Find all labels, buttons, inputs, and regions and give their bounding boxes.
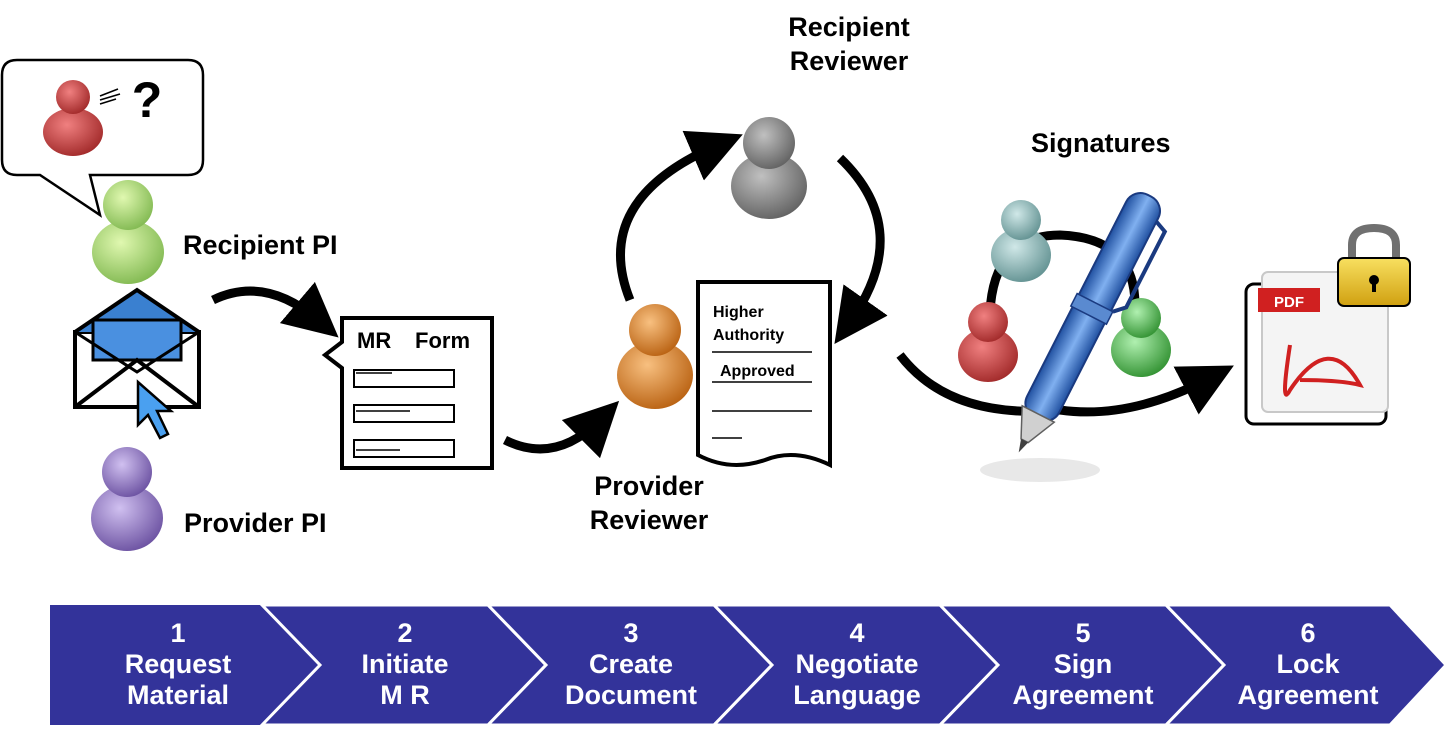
provider-reviewer-label: Provider Reviewer (549, 469, 749, 537)
step-5-number: 5 (1075, 618, 1091, 648)
teal-person-icon (991, 200, 1051, 282)
document-line1: Higher (713, 304, 764, 321)
cycle-arrow-up (616, 130, 743, 302)
provider-reviewer-line2: Reviewer (589, 505, 709, 535)
recipient-reviewer-line2: Reviewer (789, 46, 909, 76)
step-3-line1: Create (588, 649, 674, 679)
step-2-number: 2 (397, 618, 413, 648)
step-4-number: 4 (849, 618, 865, 648)
arrow-to-mr-form (211, 281, 339, 338)
recipient-reviewer-line1: Recipient (788, 12, 910, 42)
provider-pi-label: Provider PI (184, 508, 327, 538)
mr-form-title-left: MR (357, 328, 391, 353)
step-6-number: 6 (1300, 618, 1316, 648)
step-6-text: 6 Lock Agreement (1208, 618, 1408, 711)
step-6-line1: Lock (1276, 649, 1340, 679)
process-steps (50, 603, 1449, 727)
cycle-arrow-down (834, 154, 888, 345)
green-person-icon (1111, 298, 1171, 377)
step-4-line2: Language (793, 680, 921, 710)
step-1-line1: Request (124, 649, 232, 679)
step-1-line2: Material (126, 680, 230, 710)
step-1-text: 1 Request Material (78, 618, 278, 711)
red-signer-person-icon (958, 302, 1018, 382)
mr-form-title-right: Form (415, 328, 470, 353)
step-3-number: 3 (623, 618, 639, 648)
approved-document (696, 280, 832, 469)
provider-reviewer-person-icon (617, 304, 693, 409)
step-6-chevron (1162, 603, 1449, 727)
pdf-badge: PDF (1274, 294, 1304, 311)
signatures-label: Signatures (1031, 128, 1171, 158)
arrow-to-provider-reviewer (502, 400, 620, 459)
step-1-number: 1 (170, 618, 186, 648)
step-2-line1: Initiate (361, 649, 449, 679)
recipient-reviewer-label: Recipient Reviewer (749, 10, 949, 78)
recipient-pi-label: Recipient PI (183, 230, 338, 260)
step-1-chevron (50, 605, 320, 725)
pen-icon (980, 192, 1168, 482)
document-line3: Approved (720, 363, 795, 380)
step-3-line2: Document (564, 680, 697, 710)
step-4-text: 4 Negotiate Language (757, 618, 957, 711)
step-5-line1: Sign (1053, 649, 1113, 679)
whisper-lines-icon (99, 88, 121, 105)
red-person-icon (43, 80, 103, 156)
question-mark-icon: ? (132, 72, 163, 128)
recipient-pi-person-icon (92, 180, 164, 284)
speech-bubble (0, 58, 205, 218)
document-line2: Authority (713, 327, 784, 344)
step-5-text: 5 Sign Agreement (983, 618, 1183, 711)
cursor-arrow-icon (136, 379, 175, 440)
step-6-line2: Agreement (1237, 680, 1379, 710)
email-envelope-icon (73, 287, 201, 409)
step-5-line2: Agreement (1012, 680, 1154, 710)
step-4-line1: Negotiate (795, 649, 919, 679)
step-2-line2: M R (380, 680, 430, 710)
step-2-text: 2 Initiate M R (305, 618, 505, 711)
step-3-text: 3 Create Document (531, 618, 731, 711)
mr-form-document (321, 316, 494, 470)
provider-reviewer-line1: Provider (594, 471, 704, 501)
provider-pi-person-icon (91, 447, 163, 551)
lock-icon (1337, 223, 1411, 307)
recipient-reviewer-person-icon (731, 117, 807, 219)
